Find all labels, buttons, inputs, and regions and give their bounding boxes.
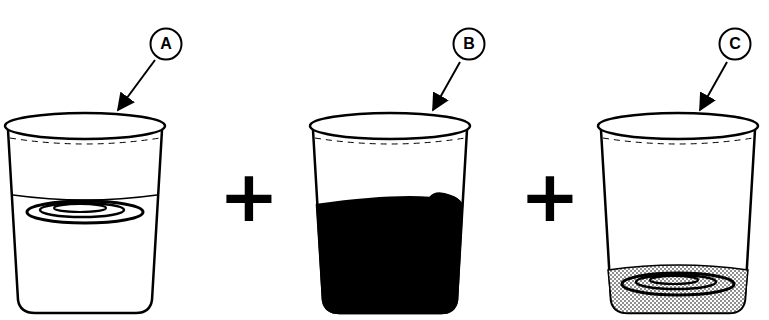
callout-letter: C [729, 36, 741, 52]
beaker-c [598, 113, 758, 313]
callout-letter: A [160, 36, 172, 52]
beaker-b [310, 113, 470, 313]
circle-shape [454, 29, 485, 60]
plus-sign: + [520, 160, 580, 232]
plus-sign: + [219, 160, 279, 232]
callout-circle: A [149, 27, 183, 61]
callout-circle: C [718, 27, 752, 61]
leader-arrows [118, 60, 727, 110]
beaker-a [5, 113, 165, 313]
circle-shape [720, 29, 751, 60]
circle-shape [151, 29, 182, 60]
callout-letter: B [463, 36, 475, 52]
callout-circle: B [452, 27, 486, 61]
